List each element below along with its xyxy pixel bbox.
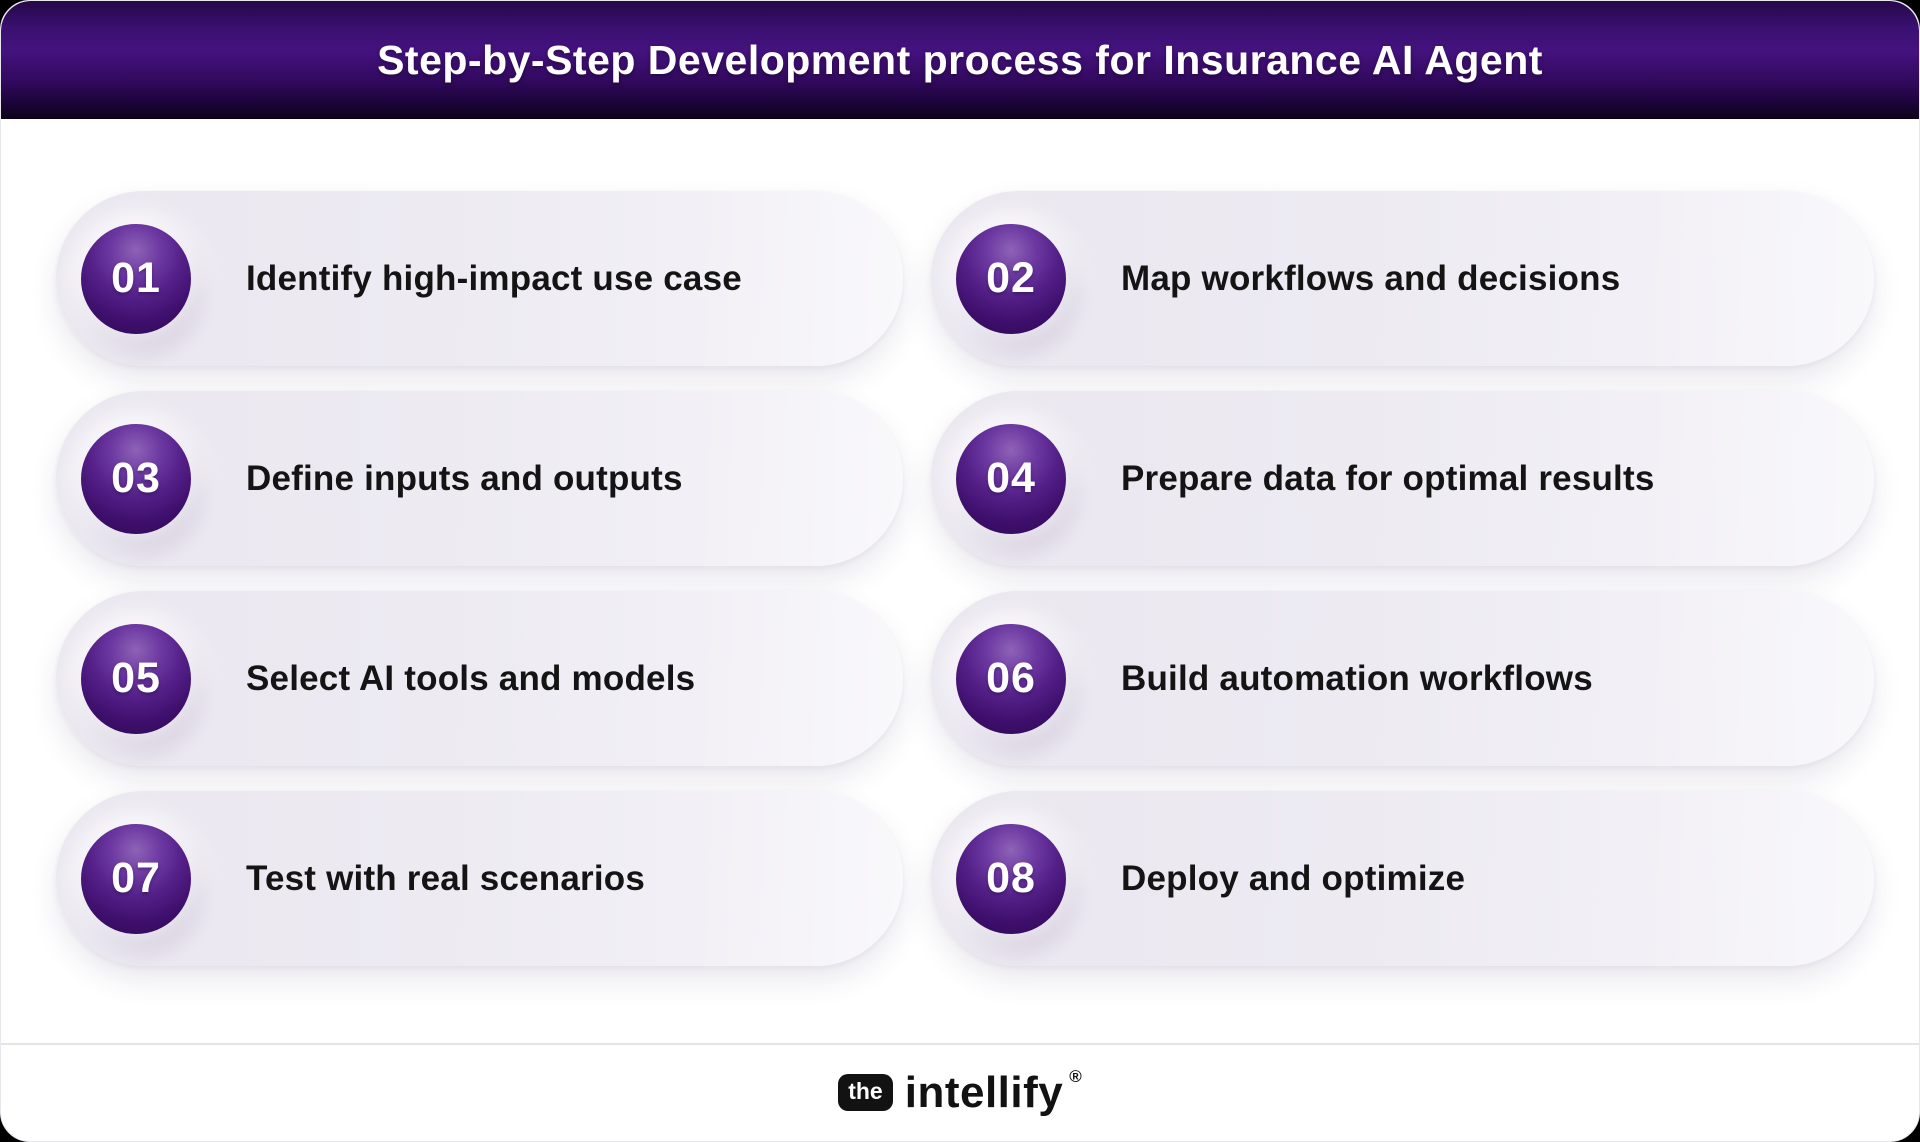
step-number: 05 — [111, 654, 161, 702]
step-number: 03 — [111, 454, 161, 502]
footer-divider — [1, 1043, 1919, 1045]
steps-grid: 01 Identify high-impact use case 02 Map … — [56, 191, 1874, 966]
step-number-badge: 08 — [956, 823, 1066, 934]
step-label: Map workflows and decisions — [1121, 258, 1621, 298]
step-card: 04 Prepare data for optimal results — [931, 391, 1874, 566]
step-label: Build automation workflows — [1121, 658, 1593, 698]
step-number-badge: 04 — [956, 423, 1066, 534]
step-number: 01 — [111, 254, 161, 302]
step-number-badge: 02 — [956, 223, 1066, 334]
header-bar: Step-by-Step Development process for Ins… — [1, 1, 1919, 119]
step-number-badge: 03 — [81, 423, 191, 534]
step-number: 08 — [986, 854, 1036, 902]
step-card: 02 Map workflows and decisions — [931, 191, 1874, 366]
footer: the intellify ® — [1, 1044, 1919, 1141]
step-number-badge: 01 — [81, 223, 191, 334]
step-number-badge: 06 — [956, 623, 1066, 734]
step-label: Identify high-impact use case — [246, 258, 742, 298]
step-label: Deploy and optimize — [1121, 858, 1466, 898]
step-card: 03 Define inputs and outputs — [56, 391, 903, 566]
step-card: 06 Build automation workflows — [931, 591, 1874, 766]
logo-the-badge: the — [838, 1074, 893, 1111]
step-number: 04 — [986, 454, 1036, 502]
step-label: Test with real scenarios — [246, 858, 646, 898]
step-number: 02 — [986, 254, 1036, 302]
step-card: 05 Select AI tools and models — [56, 591, 903, 766]
brand-logo: the intellify ® — [838, 1067, 1082, 1117]
step-number: 06 — [986, 654, 1036, 702]
logo-wordmark: intellify — [904, 1067, 1064, 1117]
step-card: 01 Identify high-impact use case — [56, 191, 903, 366]
step-card: 07 Test with real scenarios — [56, 791, 903, 966]
logo-registered-icon: ® — [1069, 1066, 1082, 1086]
step-label: Prepare data for optimal results — [1121, 458, 1655, 498]
step-label: Define inputs and outputs — [246, 458, 683, 498]
step-number-badge: 05 — [81, 623, 191, 734]
page-title: Step-by-Step Development process for Ins… — [377, 36, 1543, 83]
step-card: 08 Deploy and optimize — [931, 791, 1874, 966]
step-number: 07 — [111, 854, 161, 902]
step-number-badge: 07 — [81, 823, 191, 934]
step-label: Select AI tools and models — [246, 658, 696, 698]
